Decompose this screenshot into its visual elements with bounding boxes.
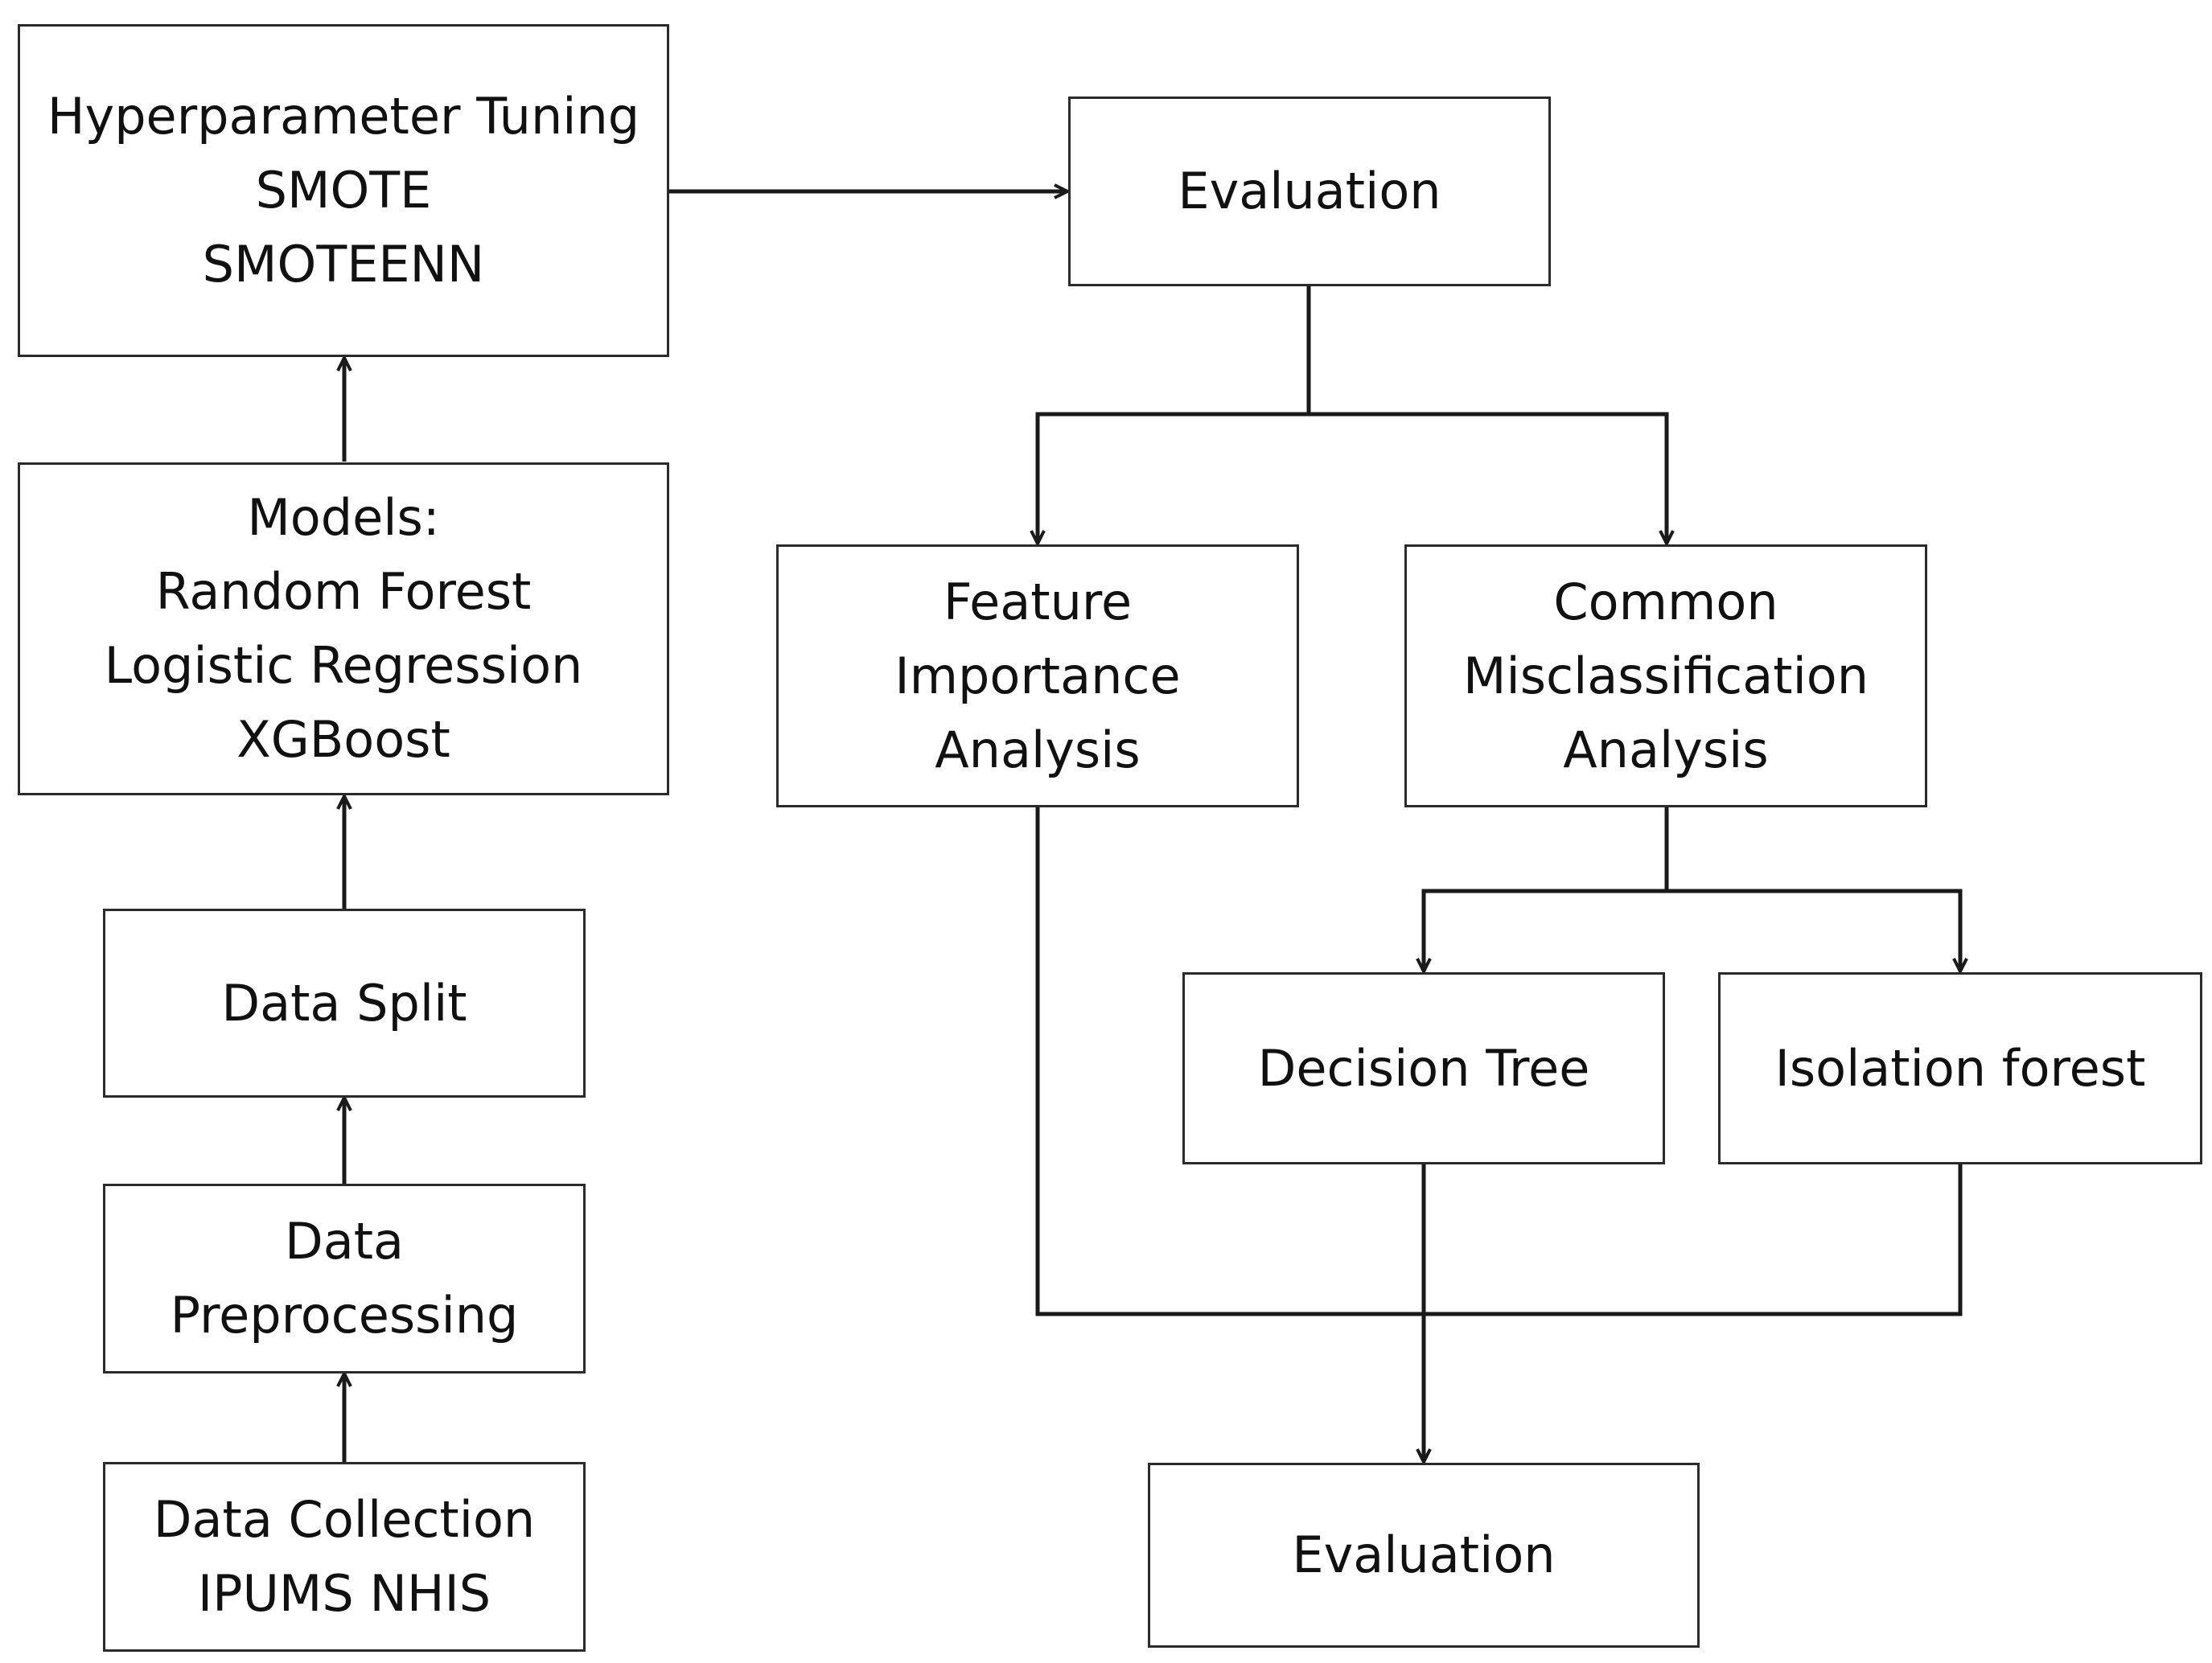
evaluation-bottom-box: Evaluation (1148, 1463, 1700, 1648)
data-collection-box: Data Collection IPUMS NHIS (103, 1462, 586, 1652)
line-isolation-forest-to-merge (1424, 1164, 1963, 1316)
arrow-evaluation-to-misclassification (1309, 412, 1667, 544)
misclassification-label: Common Misclassification Analysis (1462, 572, 1869, 779)
data-split-label: Data Split (221, 973, 467, 1033)
arrow-misclassification-to-decision-tree (1424, 889, 1667, 971)
hyperparameter-tuning-label: Hyperparameter Tuning SMOTE SMOTEENN (47, 87, 640, 294)
isolation-forest-box: Isolation forest (1718, 972, 2202, 1164)
data-collection-label: Data Collection IPUMS NHIS (153, 1490, 536, 1623)
evaluation-top-label: Evaluation (1178, 162, 1441, 220)
models-label: Models: Random Forest Logistic Regressio… (104, 488, 583, 769)
evaluation-bottom-label: Evaluation (1292, 1525, 1556, 1584)
arrow-misclassification-to-isolation-forest (1667, 889, 1960, 971)
hyperparameter-tuning-box: Hyperparameter Tuning SMOTE SMOTEENN (18, 24, 669, 357)
evaluation-top-box: Evaluation (1068, 96, 1551, 286)
line-feature-importance-to-merge (1035, 807, 1424, 1316)
data-split-box: Data Split (103, 909, 586, 1098)
models-box: Models: Random Forest Logistic Regressio… (18, 462, 669, 795)
data-preprocessing-box: Data Preprocessing (103, 1184, 586, 1374)
decision-tree-box: Decision Tree (1182, 972, 1665, 1164)
data-preprocessing-label: Data Preprocessing (170, 1212, 519, 1345)
isolation-forest-label: Isolation forest (1774, 1038, 2146, 1098)
decision-tree-label: Decision Tree (1257, 1038, 1590, 1098)
arrow-evaluation-to-feature-importance (1038, 412, 1309, 544)
feature-importance-box: Feature Importance Analysis (776, 544, 1299, 807)
misclassification-box: Common Misclassification Analysis (1404, 544, 1927, 807)
feature-importance-label: Feature Importance Analysis (894, 572, 1181, 779)
